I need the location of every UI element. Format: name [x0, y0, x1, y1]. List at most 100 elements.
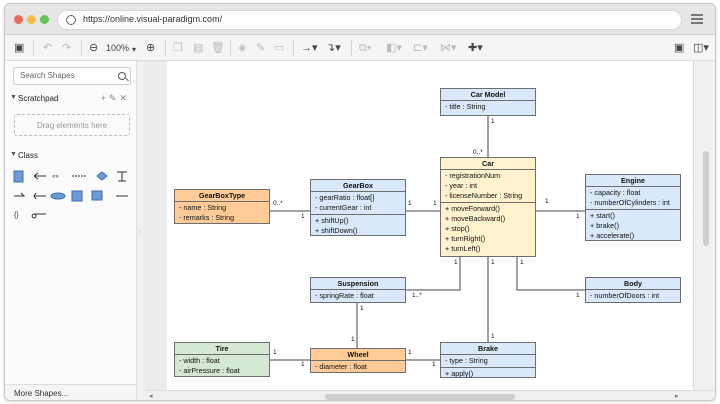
vertical-scrollbar[interactable]: [693, 61, 715, 390]
svg-text:«»: «»: [52, 174, 59, 180]
zoom-dropdown-icon[interactable]: ▾: [132, 45, 137, 54]
maximize-window-button[interactable]: [40, 15, 49, 24]
horizontal-scroll-thumb[interactable]: [325, 394, 515, 400]
scratchpad-dropzone[interactable]: Drag elements here: [14, 114, 130, 136]
attribute: - type : String: [445, 356, 488, 365]
more-shapes-label: More Shapes...: [14, 389, 69, 398]
redo-icon[interactable]: ↷: [62, 42, 72, 54]
search-shapes-input[interactable]: Search Shapes: [13, 67, 131, 85]
svg-text:{}: {}: [14, 212, 19, 219]
close-window-button[interactable]: [14, 15, 23, 24]
multiplicity-label: 1: [491, 333, 495, 340]
attribute: - year : int: [445, 181, 477, 190]
multiplicity-label: 0..*: [473, 149, 483, 156]
operation: + accelerate(): [590, 231, 635, 240]
class-name: GearBox: [311, 180, 405, 192]
layer-icon[interactable]: ◧▾: [386, 42, 402, 54]
line-color-icon[interactable]: ✎: [256, 42, 266, 54]
class-suspension[interactable]: Suspension - springRate : float: [310, 277, 406, 303]
class-gearbox-type[interactable]: GearBoxType - name : String - remarks : …: [174, 189, 270, 224]
save-icon[interactable]: ▣: [14, 42, 25, 54]
class-section-header[interactable]: ▼ Class: [5, 149, 136, 163]
layout-panel-icon[interactable]: ◫▾: [693, 42, 709, 54]
operation: + shiftUp(): [315, 216, 349, 225]
browser-menu-icon[interactable]: [691, 14, 703, 24]
url-text: https://online.visual-paradigm.com/: [83, 14, 223, 24]
copy-icon[interactable]: ❐: [173, 42, 183, 54]
multiplicity-label: 1: [491, 259, 495, 266]
zoom-level[interactable]: 100%: [106, 43, 130, 53]
multiplicity-label: 1: [301, 361, 305, 368]
arrange-icon[interactable]: ⧉▾: [359, 42, 372, 54]
more-shapes-button[interactable]: More Shapes...: [5, 384, 136, 400]
multiplicity-label: 0..*: [273, 200, 283, 207]
attribute: - registrationNum: [445, 171, 501, 180]
class-car-model[interactable]: Car Model - title : String: [440, 88, 536, 116]
class-name: GearBoxType: [175, 190, 269, 202]
delete-icon[interactable]: 🗑: [211, 42, 225, 54]
insert-icon[interactable]: ✚▾: [468, 42, 483, 54]
connector-style-icon[interactable]: →▾: [301, 42, 318, 54]
class-gearbox[interactable]: GearBox - gearRatio : float[] - currentG…: [310, 179, 406, 236]
search-icon[interactable]: [118, 72, 126, 80]
horizontal-scrollbar[interactable]: ◂ ▸: [145, 390, 715, 400]
diagram-canvas[interactable]: Car Model - title : String Car - registr…: [145, 61, 693, 390]
class-car[interactable]: Car - registrationNum - year : int - lic…: [440, 157, 536, 257]
multiplicity-label: 1: [432, 361, 436, 368]
class-tire[interactable]: Tire - width : float - airPressure : flo…: [174, 342, 270, 377]
shadow-icon[interactable]: ▭: [274, 42, 285, 54]
class-name: Wheel: [311, 349, 405, 361]
paste-icon[interactable]: ▤: [193, 42, 204, 54]
browser-titlebar: https://online.visual-paradigm.com/: [5, 4, 715, 35]
attribute: - name : String: [179, 203, 227, 212]
attribute: - gearRatio : float[]: [315, 193, 375, 202]
attribute: - licenseNumber : String: [445, 191, 523, 200]
multiplicity-label: 1: [520, 259, 524, 266]
editor-toolbar: ▣ ↶ ↷ ⊖ 100% ▾ ⊕ ❐ ▤ 🗑 ◈ ✎ ▭ →▾ ↴▾ ⧉▾ ◧▾…: [5, 35, 715, 61]
class-name: Tire: [175, 343, 269, 355]
format-panel-icon[interactable]: ▣: [674, 42, 685, 54]
waypoint-style-icon[interactable]: ↴▾: [326, 42, 341, 54]
operation: + moveBackward(): [445, 214, 506, 223]
attribute: - capacity : float: [590, 188, 641, 197]
multiplicity-label: 1: [408, 349, 412, 356]
multiplicity-label: 1: [545, 198, 549, 205]
browser-window: https://online.visual-paradigm.com/ ▣ ↶ …: [4, 3, 716, 401]
fill-color-icon[interactable]: ◈: [238, 42, 247, 54]
vertical-scroll-thumb[interactable]: [703, 151, 709, 246]
class-name: Suspension: [311, 278, 405, 290]
multiplicity-label: 1: [491, 118, 495, 125]
attribute: - springRate : float: [315, 291, 374, 300]
class-shape-palette[interactable]: «» {}: [12, 169, 132, 219]
multiplicity-label: 1: [576, 292, 580, 299]
undo-icon[interactable]: ↶: [43, 42, 53, 54]
address-bar[interactable]: https://online.visual-paradigm.com/: [57, 10, 682, 30]
attribute: - numberOfCylinders : int: [590, 198, 670, 207]
dropzone-text: Drag elements here: [36, 121, 108, 130]
operation: + shiftDown(): [315, 226, 358, 235]
attribute: - width : float: [179, 356, 220, 365]
zoom-in-icon[interactable]: ⊕: [146, 42, 156, 54]
scratchpad-header[interactable]: ▼ Scratchpad +✎✕: [5, 92, 136, 106]
multiplicity-label: 1: [433, 200, 437, 207]
class-shapes-grid: «» {}: [12, 169, 132, 224]
class-body[interactable]: Body - numberOfDoors : int: [585, 277, 681, 303]
multiplicity-label: 1: [351, 336, 355, 343]
class-wheel[interactable]: Wheel - diameter : float: [310, 348, 406, 373]
multiplicity-label: 1: [576, 213, 580, 220]
scratchpad-label: Scratchpad: [18, 94, 59, 103]
multiplicity-label: 1: [360, 305, 364, 312]
operation: + brake(): [590, 221, 619, 230]
minimize-window-button[interactable]: [27, 15, 36, 24]
class-brake[interactable]: Brake - type : String + apply(): [440, 342, 536, 378]
distribute-icon[interactable]: ⋈▾: [440, 42, 457, 54]
zoom-out-icon[interactable]: ⊖: [89, 42, 99, 54]
scroll-left-icon[interactable]: ◂: [149, 393, 153, 400]
class-name: Engine: [586, 175, 680, 187]
sidebar-resize-handle[interactable]: ⁝: [137, 61, 145, 400]
align-icon[interactable]: ⊏▾: [413, 42, 428, 54]
class-engine[interactable]: Engine - capacity : float - numberOfCyli…: [585, 174, 681, 241]
scroll-right-icon[interactable]: ▸: [675, 393, 679, 400]
scratchpad-actions[interactable]: +✎✕: [100, 93, 130, 103]
attribute: - currentGear : int: [315, 203, 372, 212]
